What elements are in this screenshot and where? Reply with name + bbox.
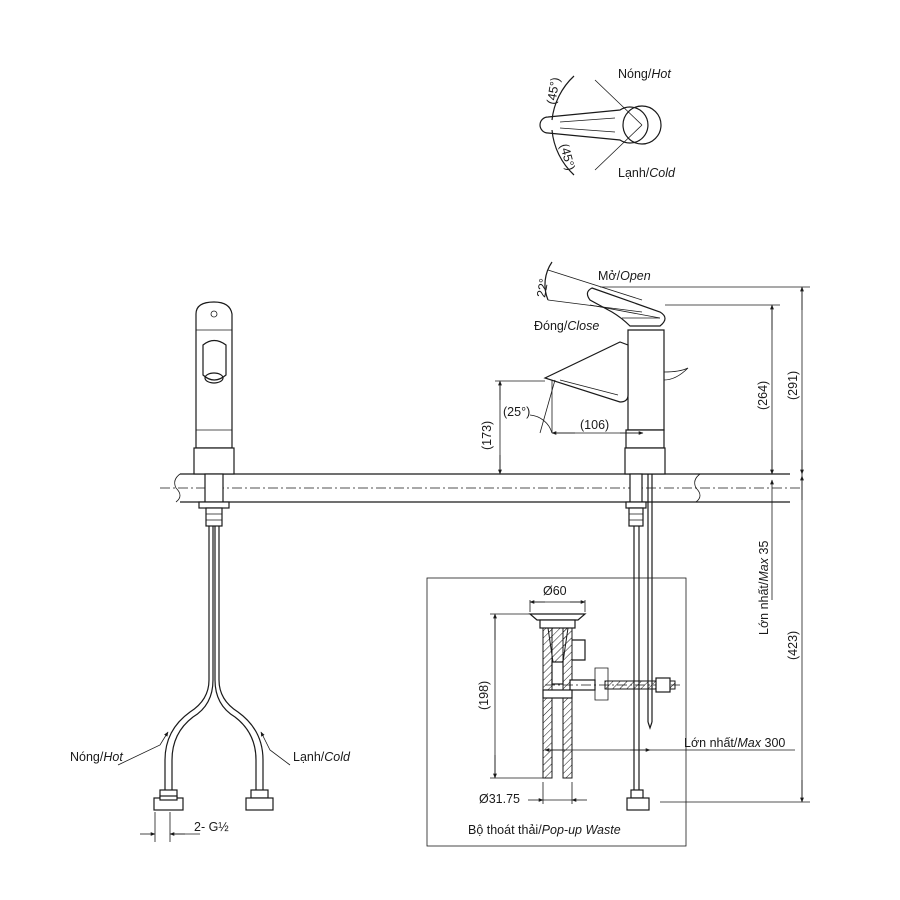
cold-fitting [245,789,274,811]
under-length-dimension [660,474,810,803]
spout-height-dimension [495,380,545,475]
side-view: 22° Mở/Open Đóng/Close (25°) (173) (106) [480,261,810,811]
close-position-line [547,299,643,313]
cold-label-front: Lạnh/Cold [293,750,351,764]
waste-height-dimension [490,613,543,779]
thread-label: 2- G½ [194,820,229,834]
angle-bottom-label: (45°) [557,142,578,172]
faucet-front-body [193,301,235,475]
spout-angle-label: (25°) [503,405,530,419]
waste-body [542,627,609,779]
hot-hose-leader [117,731,169,766]
waste-caption: Bộ thoát thải/Pop-up Waste [468,823,621,837]
hot-position-line [594,79,643,126]
cold-label-top: Lạnh/Cold [618,166,676,180]
cold-arc [551,129,575,176]
open-label: Mở/Open [598,269,651,283]
hot-label-front: Nóng/Hot [70,750,123,764]
top-view: (45°) (45°) Nóng/Hot Lạnh/Cold [539,67,676,180]
handle-top-view [539,105,662,145]
rod-max-label: Lớn nhất/Max 300 [684,736,785,750]
handle-angle-arc [544,261,553,301]
body-height-label: (264) [756,381,770,410]
spout-angle-lines [529,379,556,434]
top-diameter-label: Ø60 [543,584,567,598]
open-position-line [547,269,643,301]
hot-label-top: Nóng/Hot [618,67,671,81]
under-length-label: (423) [786,631,800,660]
deck-max-label: Lớn nhất/Max 35 [757,541,771,635]
cold-hose-leader [260,731,291,766]
hot-fitting [153,789,184,811]
side-mounting-shank [625,473,650,811]
total-height-label: (291) [786,371,800,400]
pipe-diameter-label: Ø31.75 [479,792,520,806]
faucet-side-body [543,287,689,475]
angle-top-label: (45°) [544,76,563,105]
thread-dimension [140,812,200,842]
pipe-diameter-dimension [528,782,587,804]
waste-height-label: (198) [477,681,491,710]
top-diameter-dimension [529,600,586,612]
front-view: Nóng/Hot Lạnh/Cold 2- G½ [70,301,351,842]
cold-position-line [594,124,643,171]
countertop [160,473,800,503]
close-label: Đóng/Close [534,319,599,333]
waste-flange [528,613,587,629]
height-dimensions [600,286,810,475]
spout-reach-label: (106) [580,418,609,432]
front-mounting-shank [198,473,230,527]
pivot-rod [545,677,680,693]
spout-height-label: (173) [480,421,494,450]
hot-arc [551,75,575,121]
popup-rod [647,474,653,730]
waste-frame [426,577,687,847]
waste-view: (198) Ø60 Ø31.75 Lớn nhất/Max 300 Bộ tho… [426,577,795,847]
handle-angle-label: 22° [534,277,551,298]
supply-hoses [164,526,264,790]
